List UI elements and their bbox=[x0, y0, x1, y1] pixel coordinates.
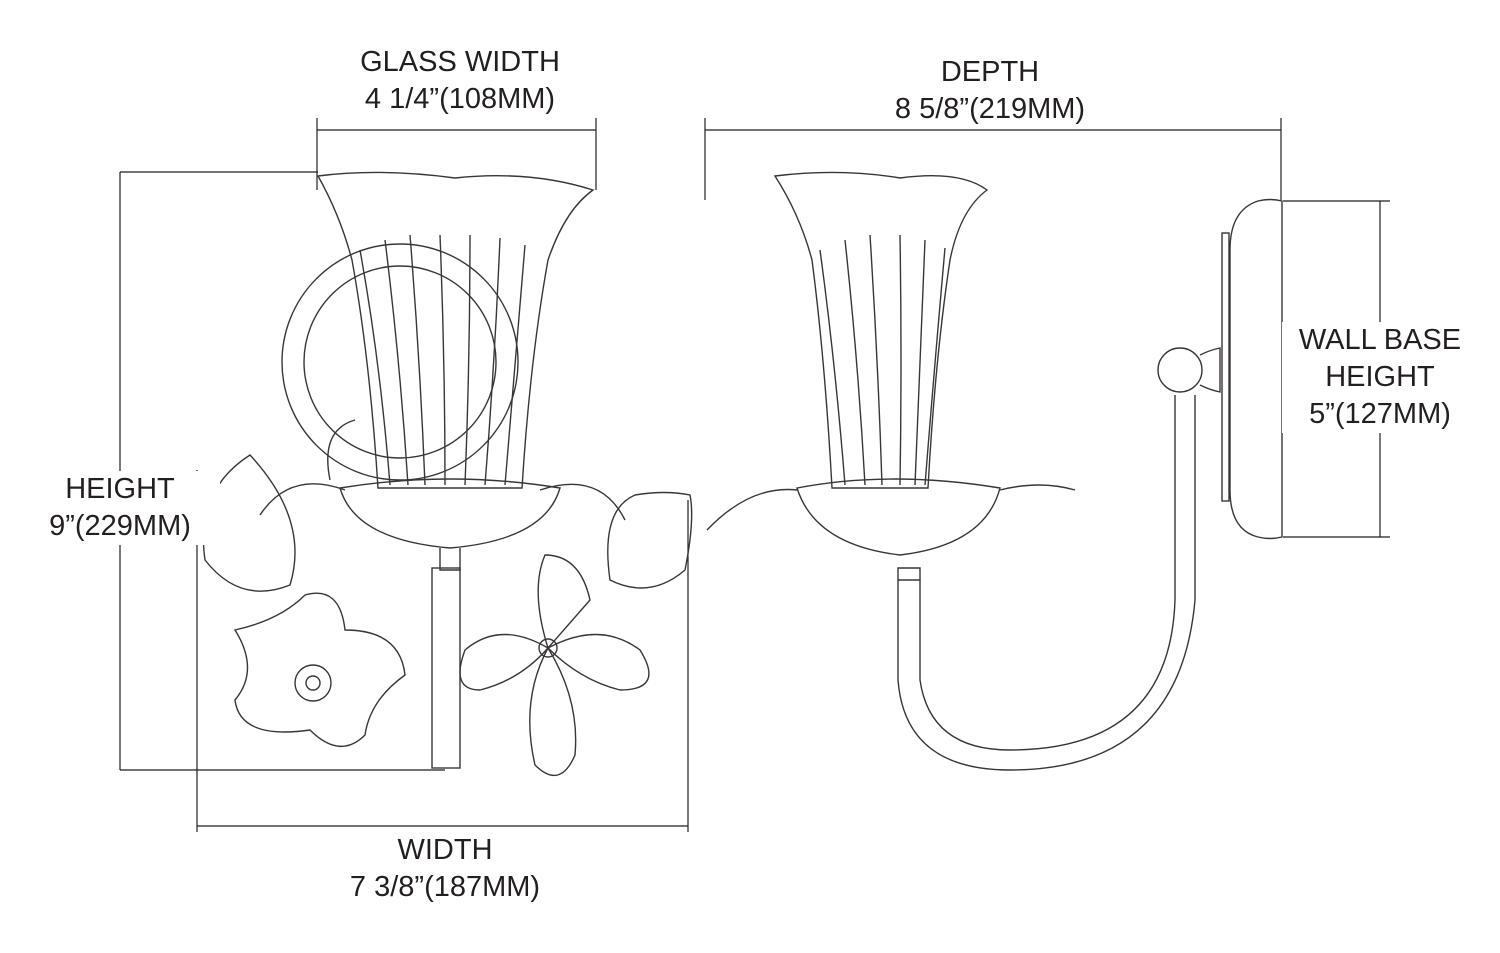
glass-width-label: GLASS WIDTH 4 1/4”(108MM) bbox=[330, 44, 590, 118]
depth-value: 8 5/8”(219MM) bbox=[894, 93, 1086, 125]
wall-base-title-1: WALL BASE bbox=[1298, 324, 1462, 356]
glass-width-dimension bbox=[316, 118, 597, 190]
width-label: WIDTH 7 3/8”(187MM) bbox=[315, 832, 575, 906]
width-value: 7 3/8”(187MM) bbox=[349, 871, 541, 903]
width-title: WIDTH bbox=[397, 834, 493, 866]
height-title: HEIGHT bbox=[65, 473, 175, 505]
wall-base-value: 5”(127MM) bbox=[1309, 398, 1451, 430]
height-label: HEIGHT 9”(229MM) bbox=[20, 471, 220, 545]
front-view-sconce bbox=[202, 171, 693, 777]
glass-width-value: 4 1/4”(108MM) bbox=[364, 83, 556, 115]
width-dimension bbox=[196, 470, 689, 832]
wall-base-height-label: WALL BASE HEIGHT 5”(127MM) bbox=[1282, 322, 1478, 433]
glass-width-title: GLASS WIDTH bbox=[360, 46, 560, 78]
side-view-sconce bbox=[706, 171, 1283, 771]
wall-base-title-2: HEIGHT bbox=[1325, 361, 1435, 393]
depth-label: DEPTH 8 5/8”(219MM) bbox=[860, 54, 1120, 128]
depth-dimension bbox=[704, 118, 1282, 200]
height-value: 9”(229MM) bbox=[49, 510, 191, 542]
depth-title: DEPTH bbox=[940, 56, 1040, 88]
